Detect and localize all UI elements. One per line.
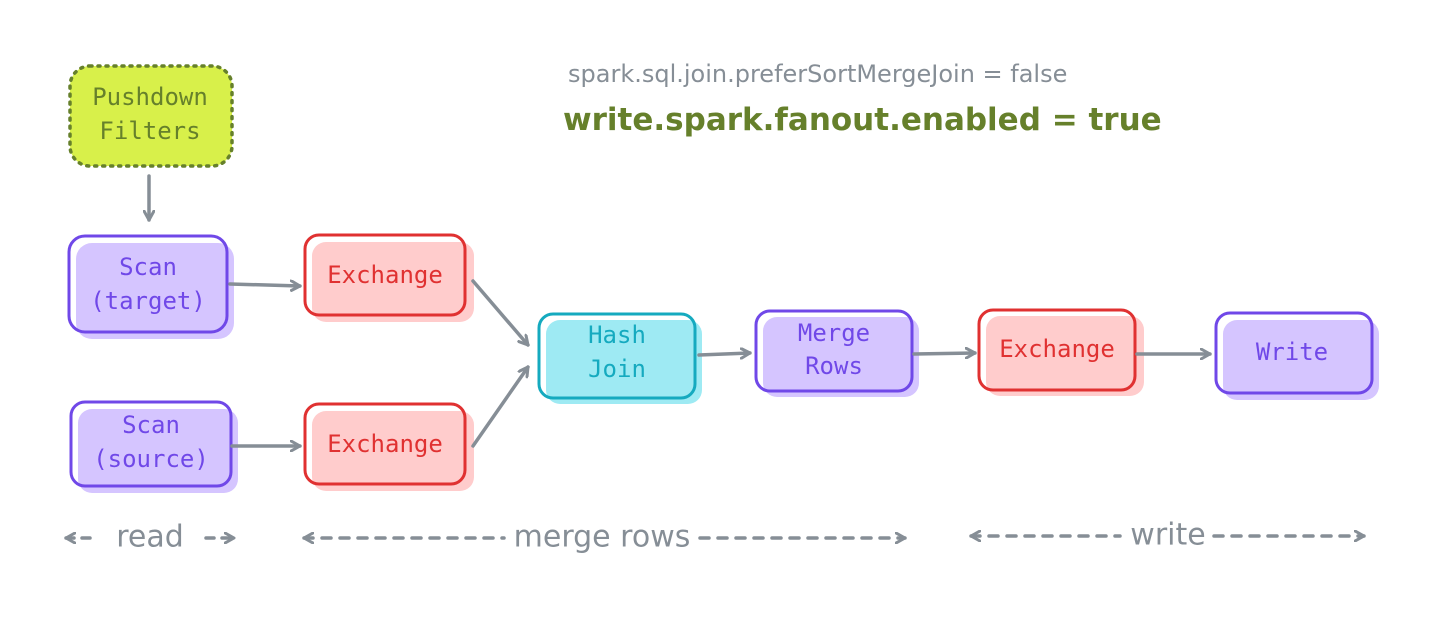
hash-join-label-2: Join [588, 355, 646, 383]
exchange-bottom-node[interactable]: Exchange [303, 402, 474, 491]
scan-source-label-1: Scan [122, 411, 180, 439]
pushdown-filters-label-1: Pushdown [92, 83, 208, 111]
write-node[interactable]: Write [1214, 311, 1379, 400]
section-read-label: read [116, 520, 184, 555]
scan-source-node[interactable]: Scan (source) [69, 400, 238, 493]
pushdown-filters-label-2: Filters [99, 117, 200, 145]
section-merge-rows-label: merge rows [514, 520, 691, 555]
scan-target-node[interactable]: Scan (target) [67, 234, 234, 339]
hash-join-label-1: Hash [588, 321, 646, 349]
exchange-write-label: Exchange [999, 335, 1115, 363]
merge-rows-node[interactable]: Merge Rows [754, 309, 919, 397]
arrow-exchange-top-to-join [471, 279, 530, 347]
section-write-label: write [1130, 518, 1205, 553]
scan-target-label-2: (target) [90, 287, 206, 315]
hash-join-node[interactable]: Hash Join [537, 312, 702, 404]
arrow-exchange-bottom-to-join [471, 365, 530, 448]
exchange-write-node[interactable]: Exchange [977, 308, 1144, 396]
scan-source-label-2: (source) [93, 445, 209, 473]
exchange-top-node[interactable]: Exchange [303, 233, 474, 322]
arrow-join-to-merge [697, 353, 752, 355]
write-label: Write [1256, 338, 1328, 366]
exchange-top-label: Exchange [327, 261, 443, 289]
pushdown-filters-node[interactable]: Pushdown Filters [68, 64, 234, 168]
scan-target-label-1: Scan [119, 253, 177, 281]
exchange-bottom-label: Exchange [327, 430, 443, 458]
arrow-merge-to-exchange [912, 353, 977, 354]
merge-rows-label-2: Rows [805, 352, 863, 380]
merge-rows-label-1: Merge [798, 319, 870, 347]
edges [149, 174, 1212, 448]
config-prefer-sort-merge-join: spark.sql.join.preferSortMergeJoin = fal… [568, 60, 1067, 88]
arrow-scan-target-to-exchange [228, 284, 302, 286]
config-fanout-enabled: write.spark.fanout.enabled = true [563, 102, 1162, 138]
